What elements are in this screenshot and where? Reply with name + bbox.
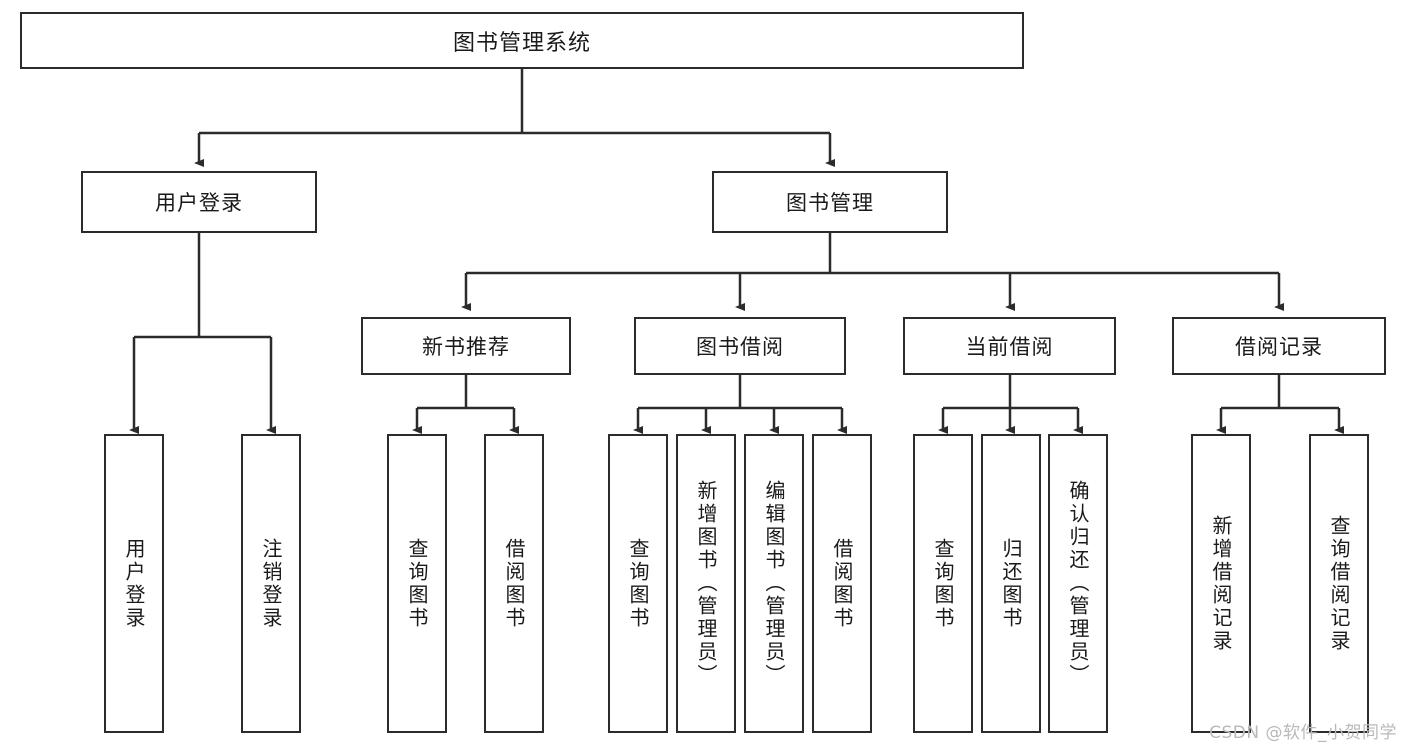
node-leaf-add-book[interactable]: 新增图书（管理员） [676,434,736,733]
node-leaf-return-book[interactable]: 归还图书 [981,434,1041,733]
node-leaf-query-book-3[interactable]: 查询图书 [913,434,973,733]
node-borrow-record[interactable]: 借阅记录 [1172,317,1386,375]
node-leaf-add-record[interactable]: 新增借阅记录 [1191,434,1251,733]
node-leaf-logout[interactable]: 注销登录 [241,434,301,733]
node-current-borrow[interactable]: 当前借阅 [903,317,1116,375]
node-leaf-query-book-1[interactable]: 查询图书 [387,434,447,733]
node-leaf-borrow-book-1[interactable]: 借阅图书 [484,434,544,733]
node-leaf-borrow-book-2[interactable]: 借阅图书 [812,434,872,733]
node-root-system[interactable]: 图书管理系统 [20,12,1024,69]
node-leaf-confirm-return[interactable]: 确认归还（管理员） [1048,434,1108,733]
node-book-manage[interactable]: 图书管理 [712,171,948,233]
node-leaf-query-record[interactable]: 查询借阅记录 [1309,434,1369,733]
node-user-login[interactable]: 用户登录 [81,171,317,233]
node-leaf-user-login[interactable]: 用户登录 [104,434,164,733]
csdn-watermark: CSDN @软件_小贺同学 [1209,723,1397,743]
node-leaf-edit-book[interactable]: 编辑图书（管理员） [744,434,804,733]
node-new-book-recommend[interactable]: 新书推荐 [361,317,571,375]
node-book-borrow[interactable]: 图书借阅 [634,317,846,375]
node-leaf-query-book-2[interactable]: 查询图书 [608,434,668,733]
